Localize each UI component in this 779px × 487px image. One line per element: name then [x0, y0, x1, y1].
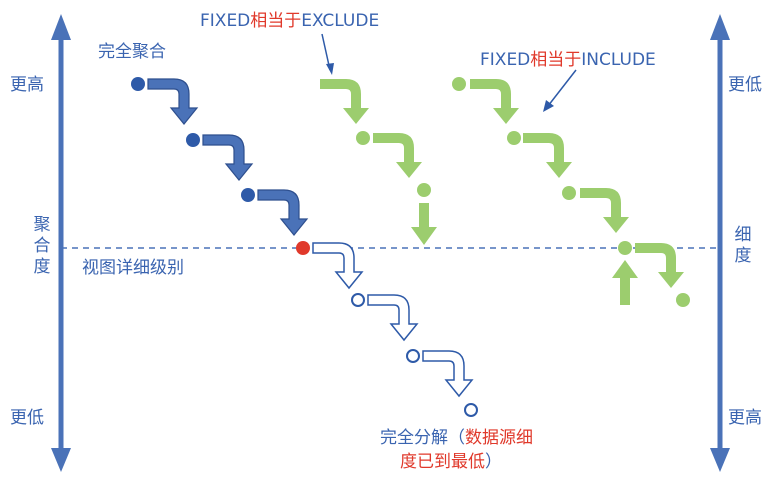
- fixed-exclude-label: FIXED相当于EXCLUDE: [200, 11, 379, 31]
- bend-arrow-green-icon: [635, 243, 684, 288]
- bend-arrow-green-icon: [470, 79, 519, 124]
- up-arrow-icon: [612, 260, 638, 305]
- node-dot: [406, 349, 420, 363]
- fixed-exclude-mid: 相当于: [250, 11, 302, 31]
- bend-arrow-green-icon: [373, 133, 422, 178]
- down-arrow-icon: [411, 203, 437, 245]
- node-dot: [241, 188, 255, 202]
- disaggregation-chain: [312, 242, 478, 417]
- right-axis-middle-label: 细度: [734, 225, 752, 266]
- fixed-include-suffix: INCLUDE: [581, 50, 656, 70]
- node-dot: [186, 133, 200, 147]
- node-dot: [676, 293, 690, 307]
- full-aggregation-label: 完全聚合: [98, 42, 166, 62]
- full-disaggregation-label-line1: 完全分解（数据源细: [380, 428, 533, 448]
- fixed-exclude-suffix: EXCLUDE: [301, 11, 380, 31]
- view-level-node-dot: [296, 241, 310, 255]
- bend-arrow-outline-icon: [312, 242, 363, 289]
- bend-arrow-icon: [257, 189, 308, 236]
- node-dot: [618, 241, 632, 255]
- bend-arrow-icon: [202, 134, 253, 181]
- fixed-exclude-chain: [320, 79, 437, 245]
- fixed-include-prefix: FIXED: [480, 50, 531, 70]
- fixed-include-label: FIXED相当于INCLUDE: [480, 50, 656, 70]
- node-dot: [562, 186, 576, 200]
- node-dot: [507, 131, 521, 145]
- node-dot: [131, 77, 145, 91]
- bend-arrow-green-icon: [523, 133, 572, 178]
- fixed-include-chain: [452, 77, 690, 307]
- bend-arrow-outline-icon: [367, 294, 418, 341]
- node-dot: [417, 183, 431, 197]
- bend-arrow-green-icon: [580, 188, 629, 233]
- left-axis-top-label: 更高: [10, 75, 44, 95]
- node-dot: [452, 77, 466, 91]
- aggregation-chain: [131, 77, 310, 255]
- view-level-label: 视图详细级别: [82, 258, 184, 278]
- fixed-exclude-prefix: FIXED: [200, 11, 251, 31]
- full-disaggregation-label-line2: 度已到最低）: [400, 452, 502, 472]
- fixed-include-mid: 相当于: [530, 50, 582, 70]
- right-axis-bottom-label: 更高: [728, 408, 762, 428]
- data-source-detail-text: 数据源细: [465, 428, 533, 448]
- full-disaggregation-text: 完全分解（: [380, 428, 465, 448]
- bend-arrow-icon: [147, 78, 198, 125]
- left-axis-bottom-label: 更低: [10, 408, 44, 428]
- lowest-detail-text: 度已到最低: [400, 452, 485, 472]
- node-dot: [356, 131, 370, 145]
- callout-pointers: [321, 33, 577, 112]
- bend-arrow-outline-icon: [422, 350, 473, 397]
- left-axis-middle-label: 聚合度: [33, 215, 51, 277]
- node-dot: [351, 293, 365, 307]
- right-axis-arrow: [710, 14, 730, 472]
- left-axis-arrow: [51, 14, 71, 472]
- node-dot: [464, 403, 478, 417]
- closing-paren-text: ）: [485, 452, 502, 472]
- right-axis-top-label: 更低: [728, 75, 762, 95]
- bend-arrow-green-icon: [320, 79, 369, 124]
